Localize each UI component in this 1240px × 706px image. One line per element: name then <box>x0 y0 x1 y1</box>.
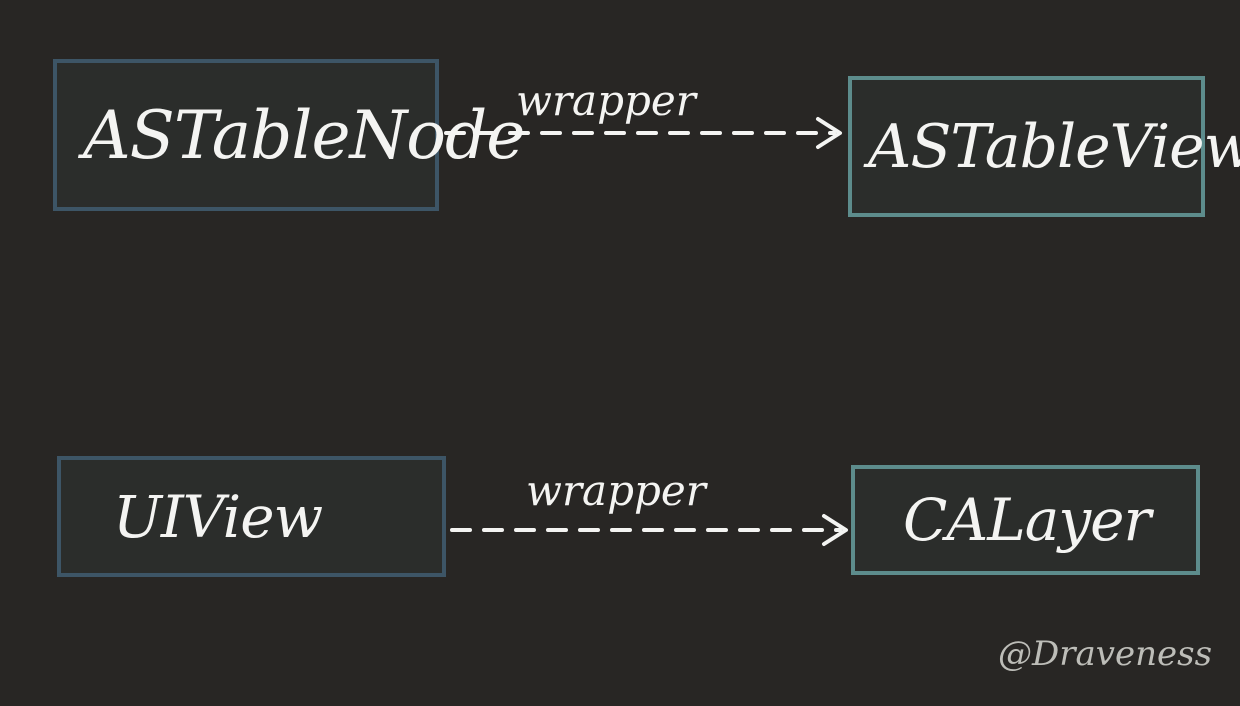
arrowhead-icon <box>816 117 842 149</box>
author-signature: @Draveness <box>998 634 1213 674</box>
arrowhead-icon <box>822 514 848 546</box>
node-astablenode: ASTableNode <box>53 59 525 211</box>
node-astableview: ASTableView <box>848 76 1240 217</box>
node-label: UIView <box>113 482 323 551</box>
edge-label: wrapper <box>526 466 706 515</box>
node-uiview: UIView <box>57 456 446 577</box>
node-calayer: CALayer <box>851 465 1200 575</box>
edge-astablenode-to-astableview <box>444 117 842 149</box>
node-label: ASTableView <box>868 111 1240 182</box>
edge-label: wrapper <box>516 76 696 125</box>
node-label: CALayer <box>903 486 1151 554</box>
edge-uiview-to-calayer <box>450 514 848 546</box>
